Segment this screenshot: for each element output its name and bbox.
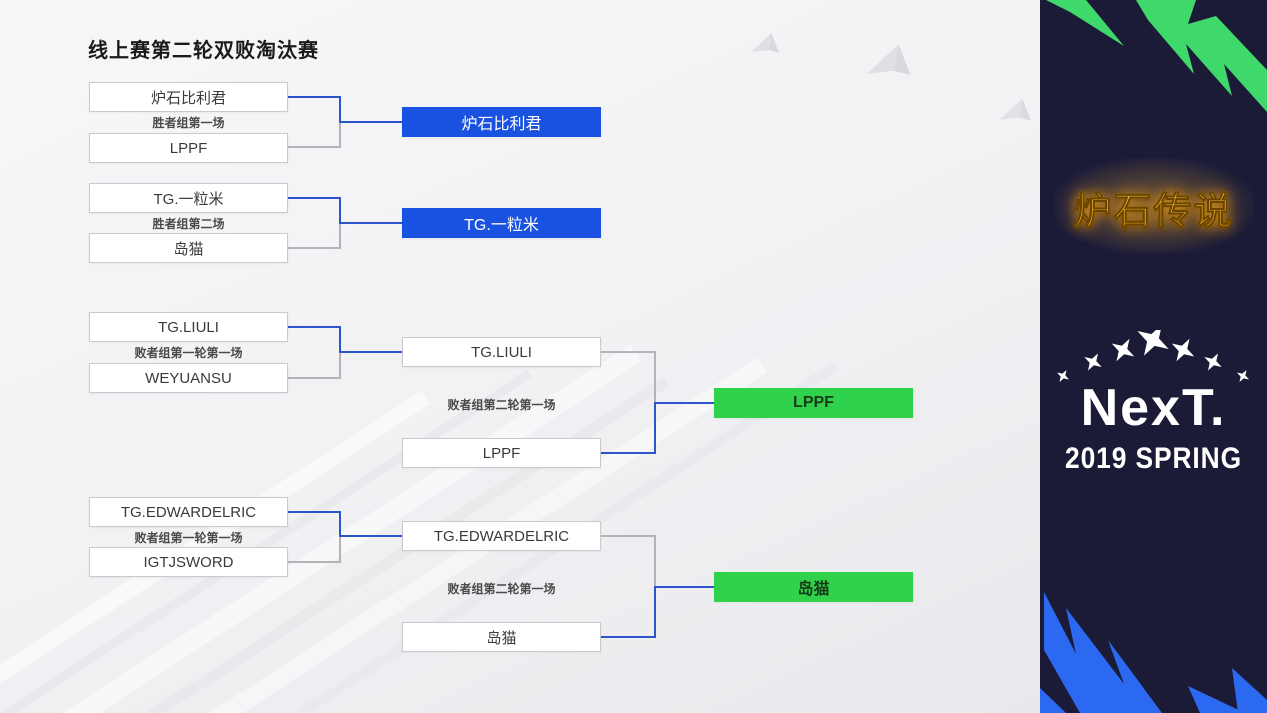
match-wb1-bottom-team: LPPF bbox=[89, 133, 288, 163]
bracket-area: 线上赛第二轮双败淘汰赛 炉石比利君 胜者组第一场 LPPF 炉石比利君 TG.一… bbox=[0, 0, 1040, 713]
match-lb2a-top-team: TG.LIULI bbox=[402, 337, 601, 367]
match-lb1b-top-team: TG.EDWARDELRIC bbox=[89, 497, 288, 527]
match-lb2a-winner: LPPF bbox=[714, 388, 913, 418]
hearthstone-logo: 炉石传说 bbox=[1040, 180, 1267, 235]
match-lb1b-label: 败者组第一轮第一场 bbox=[134, 531, 243, 545]
hearthstone-logo-glow bbox=[1054, 158, 1254, 254]
match-wb2-winner: TG.一粒米 bbox=[402, 208, 601, 238]
match-wb1-winner: 炉石比利君 bbox=[402, 107, 601, 137]
match-lb2a-label: 败者组第二轮第一场 bbox=[447, 398, 556, 412]
next-logo-season: 2019 SPRING bbox=[1065, 442, 1242, 475]
match-lb1a-top-team: TG.LIULI bbox=[89, 312, 288, 342]
match-lb1b-bottom-team: IGTJSWORD bbox=[89, 547, 288, 577]
page-title: 线上赛第二轮双败淘汰赛 bbox=[88, 40, 319, 62]
match-wb2-top-team: TG.一粒米 bbox=[89, 183, 288, 213]
match-lb2b-top-team: TG.EDWARDELRIC bbox=[402, 521, 601, 551]
match-lb1a-bottom-team: WEYUANSU bbox=[89, 363, 288, 393]
winner-connectors bbox=[288, 96, 714, 638]
match-wb1-label: 胜者组第一场 bbox=[152, 116, 225, 130]
match-wb2-bottom-team: 岛猫 bbox=[89, 233, 288, 263]
sparkle-stars-icon bbox=[1056, 330, 1250, 383]
match-lb2a-bottom-team: LPPF bbox=[402, 438, 601, 468]
decorative-arrow-icon bbox=[750, 33, 1031, 121]
match-wb2-label: 胜者组第二场 bbox=[152, 217, 225, 231]
match-wb1-top-team: 炉石比利君 bbox=[89, 82, 288, 112]
next-logo-wordmark: NexT. bbox=[1080, 379, 1227, 437]
sidebar: 炉石传说 NexT. 2019 SPRING bbox=[1040, 0, 1267, 713]
match-lb2b-winner: 岛猫 bbox=[714, 572, 913, 602]
match-lb2b-bottom-team: 岛猫 bbox=[402, 622, 601, 652]
green-lightning-icon bbox=[1046, 0, 1267, 112]
blue-lightning-icon bbox=[1040, 592, 1267, 713]
match-lb2b-label: 败者组第二轮第一场 bbox=[447, 582, 556, 596]
lightning-decoration bbox=[1040, 0, 1267, 713]
match-lb1a-label: 败者组第一轮第一场 bbox=[134, 346, 243, 360]
